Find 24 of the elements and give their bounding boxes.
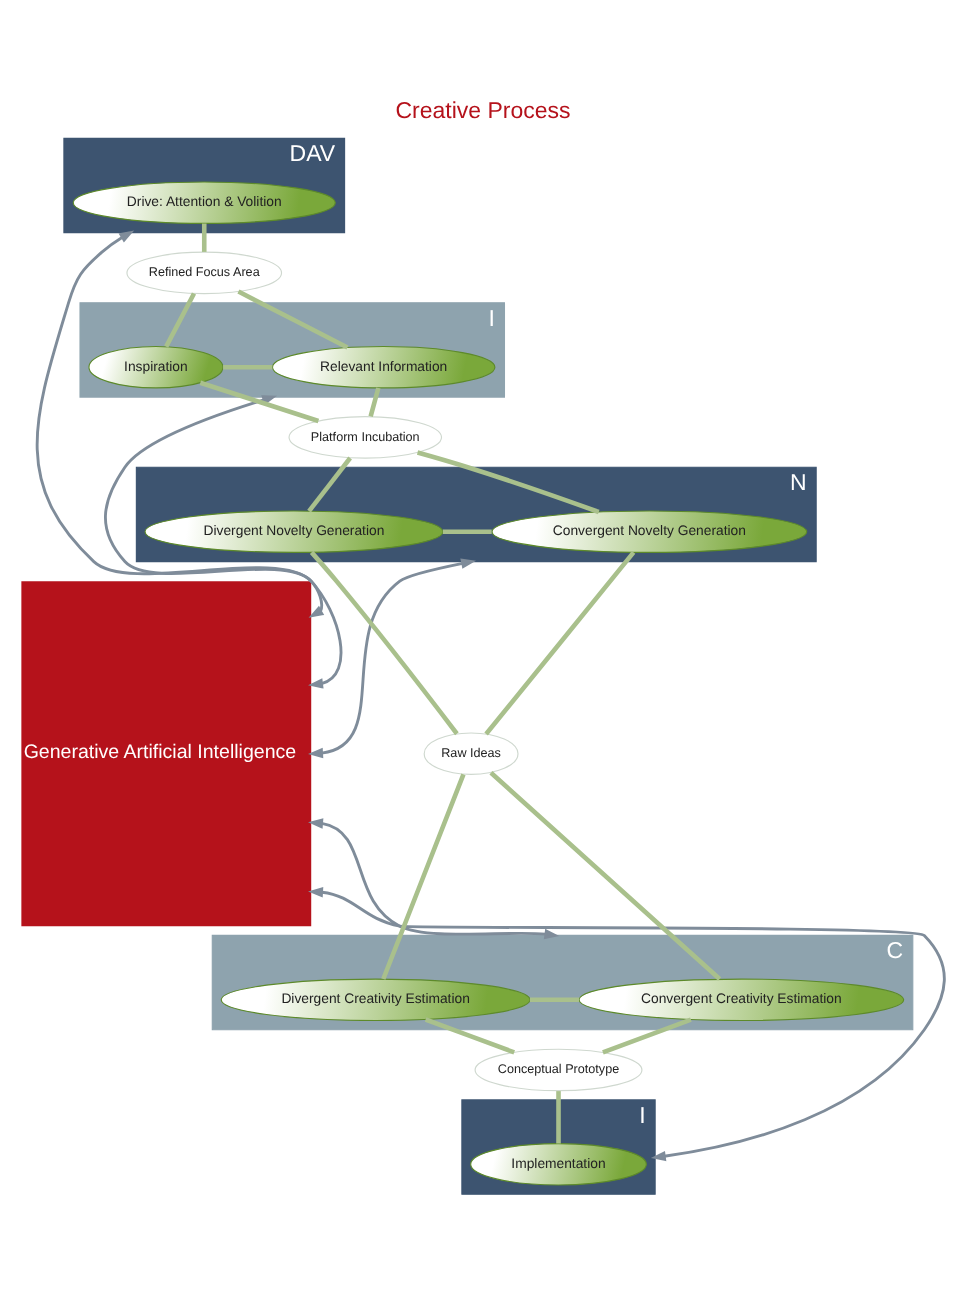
arrow <box>35 229 325 617</box>
connector <box>309 549 459 735</box>
node-box: Generative Artificial Intelligence <box>21 580 312 926</box>
connector <box>484 549 636 735</box>
connector <box>201 222 207 251</box>
connector <box>529 996 580 1002</box>
connector <box>368 386 381 416</box>
connector <box>442 528 492 533</box>
connector <box>489 770 722 980</box>
connector <box>602 1016 692 1054</box>
connector <box>307 455 352 512</box>
arrow <box>104 394 343 688</box>
arrow <box>308 886 946 1161</box>
connector <box>223 363 273 369</box>
connector <box>424 1016 516 1054</box>
connector <box>164 291 197 347</box>
diagram-title: Creative Process <box>395 98 571 123</box>
connector <box>199 379 320 423</box>
connector <box>556 1090 561 1143</box>
connector <box>381 772 466 979</box>
connector <box>237 288 349 349</box>
arrow <box>308 817 560 939</box>
arrow <box>308 557 477 758</box>
connector <box>416 449 600 514</box>
